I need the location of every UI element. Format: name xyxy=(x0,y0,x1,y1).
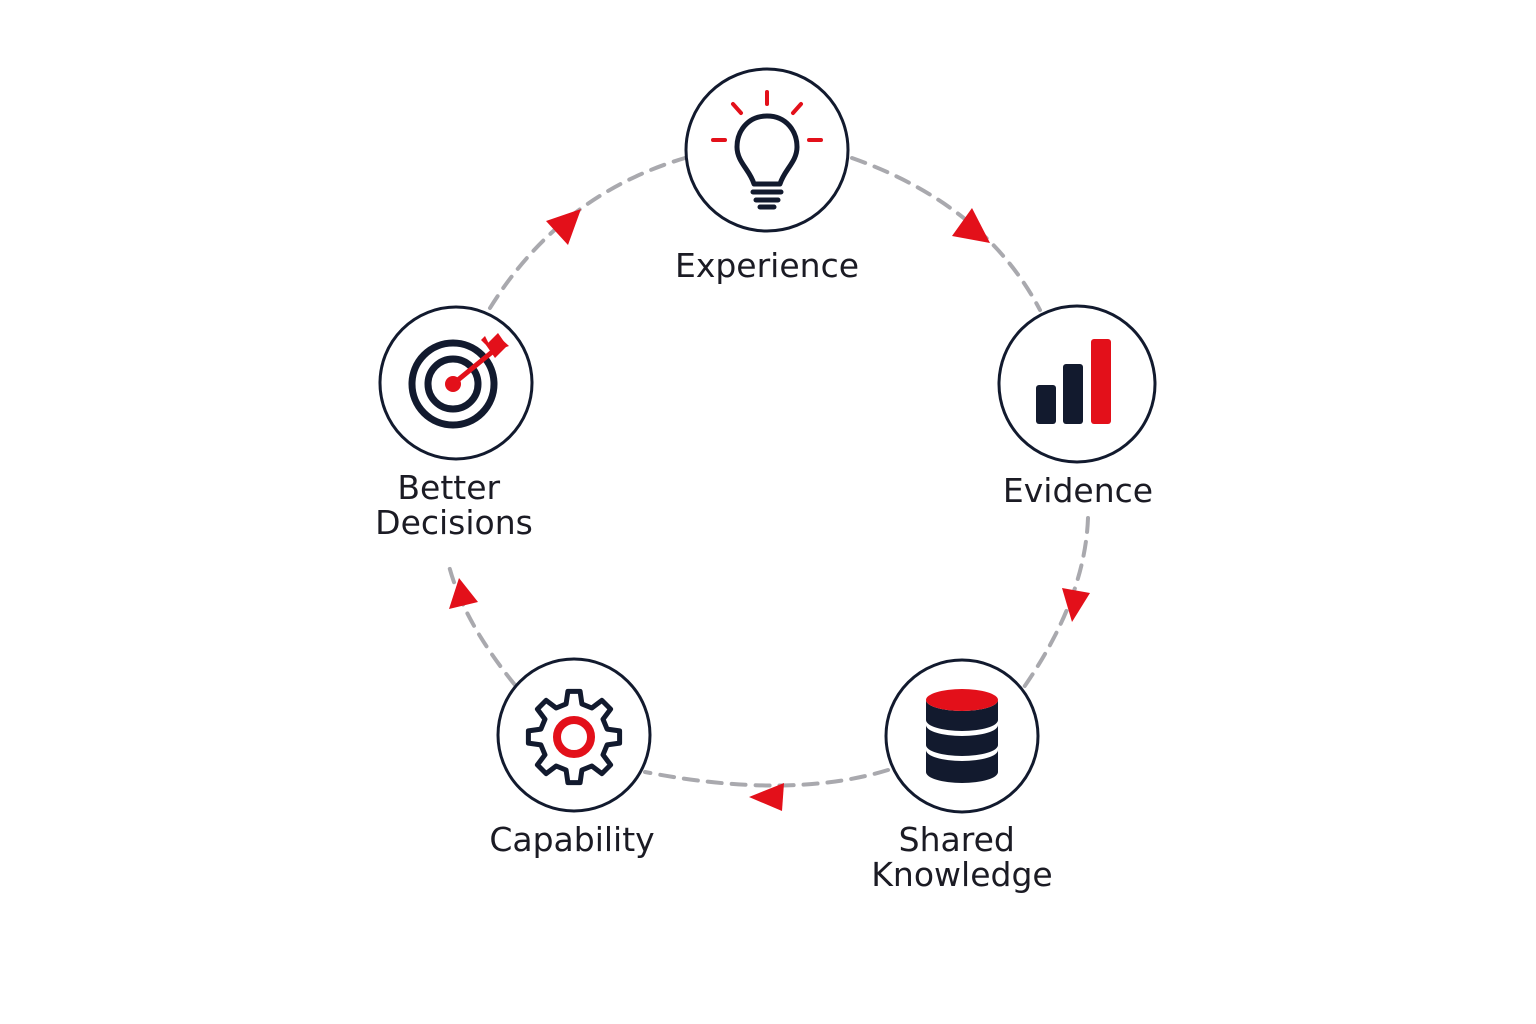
node-label: Better Decisions xyxy=(375,468,533,542)
arrow-to-shared-knowledge-icon xyxy=(1062,588,1090,622)
node-circle xyxy=(496,657,652,813)
bar-chart-icon xyxy=(1036,339,1111,424)
arrow-to-experience-icon xyxy=(546,209,581,245)
connector-better-decisions-experience xyxy=(488,156,687,310)
connector-capability-better-decisions xyxy=(446,560,517,687)
connector-shared-knowledge-capability xyxy=(643,768,890,788)
node-capability: Capability xyxy=(489,657,655,859)
target-icon xyxy=(408,333,509,429)
arrow-to-better-decisions-icon xyxy=(449,578,478,609)
node-label: Shared Knowledge xyxy=(871,820,1052,894)
database-icon xyxy=(926,689,998,783)
arrow-to-evidence-icon xyxy=(952,208,990,243)
node-shared-knowledge: Shared Knowledge xyxy=(871,658,1053,894)
connector-experience-evidence xyxy=(850,156,1042,312)
node-label: Capability xyxy=(489,820,654,859)
arrowheads xyxy=(449,208,1090,811)
node-label: Experience xyxy=(675,246,859,285)
node-better-decisions: Better Decisions xyxy=(375,305,534,542)
node-label: Evidence xyxy=(1003,471,1153,510)
gear-icon xyxy=(525,688,623,786)
lightbulb-icon xyxy=(711,90,823,210)
node-circle xyxy=(684,67,850,233)
node-evidence: Evidence xyxy=(997,304,1157,510)
arrow-to-capability-icon xyxy=(749,783,784,811)
node-experience: Experience xyxy=(675,67,859,285)
